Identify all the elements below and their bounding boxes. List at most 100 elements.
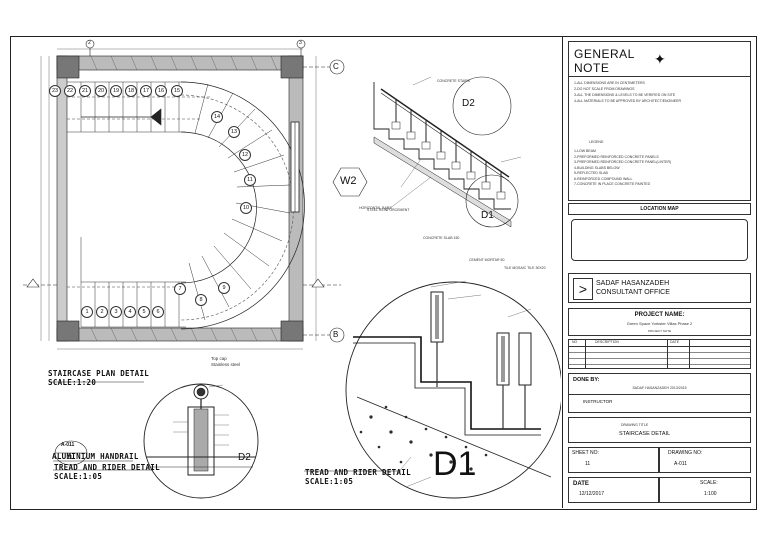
rev-col-desc: DESCRIPTION [595, 340, 619, 344]
done-by-box: DONE BY: SADAF HASANZADEH 2013/2015 INST… [568, 373, 751, 413]
note-line: 1-LOW BEAM [574, 149, 596, 153]
tread-scale-right: SCALE:1:05 [305, 477, 354, 486]
d1-detail-content [353, 280, 552, 488]
instructor-label: INSTRUCTOR [583, 399, 613, 404]
rev-col-no: NO [572, 340, 578, 344]
note-line: 2-DO NOT SCALE FROM DRAWINGS [574, 87, 635, 91]
direction-arrow [150, 108, 162, 126]
consultant-line2: CONSULTANT OFFICE [596, 289, 670, 296]
horizontal-bars-label: HORIZONTAL BARS [359, 206, 392, 210]
general-note-title-2: NOTE [574, 61, 610, 75]
stair-number: 1 [81, 306, 93, 318]
stair-number: 10 [240, 202, 252, 214]
note-line: 4-BUILDING SLABS BELOW [574, 165, 620, 170]
stair-number: 12 [239, 149, 251, 161]
note-line: 1-ALL DIMENSIONS ARE IN CENTIMETERS [574, 81, 645, 85]
stair-number: 6 [152, 306, 164, 318]
d2-big-label: D2 [238, 452, 251, 463]
drawing-title-label: DRAWING TITLE [621, 423, 649, 427]
note-line: 4-ALL MATERIALS TO BE APPROVED BY ARCHIT… [574, 99, 681, 103]
stainless-label: Stainless steel [211, 362, 241, 367]
rev-col-date: DATE [670, 340, 680, 344]
curve-inner [180, 131, 257, 284]
stair-number: 19 [110, 85, 122, 97]
date-box: DATE 12/12/2017 [568, 477, 659, 503]
ref-tag-bottom: 11 [67, 455, 73, 461]
general-note-box: GENERAL NOTE ✦ 1-ALL DIMENSIONS ARE IN C… [568, 41, 751, 201]
sheet-no-value: 11 [585, 461, 591, 467]
location-map-header: LOCATION MAP [568, 203, 751, 215]
stair-number: 18 [125, 85, 137, 97]
sheet-no-label: SHEET NO: [572, 450, 599, 456]
scale-label: SCALE: [700, 480, 718, 486]
project-note: PROJECT NOTE [647, 329, 672, 333]
grid-b-label: B [333, 330, 339, 339]
staircase-drawing [23, 39, 561, 499]
note-line: 5-REFLECTED SLAB [574, 171, 608, 175]
w2-label: W2 [340, 175, 357, 187]
north-arrow-icon: ✦ [654, 51, 666, 67]
note-line: 3-PREFORMED REINFORCED CONCRETE PANEL(LI… [574, 160, 672, 164]
d1-big-label: D1 [433, 445, 477, 483]
plan-left-wall [56, 55, 68, 342]
tread-title-right: TREAD AND RIDER DETAIL [305, 468, 411, 477]
stair-number: 15 [171, 85, 183, 97]
cement-mortar-label: CEMENT MORTAR 50 [469, 258, 505, 262]
stair-number: 9 [218, 282, 230, 294]
handrail-title: ALUMINIUM HANDRAIL [52, 452, 139, 461]
drawing-title-box: DRAWING TITLE STAIRCASE DETAIL [568, 417, 751, 443]
bottom-flight-treads [80, 237, 186, 328]
stair-number: 20 [95, 85, 107, 97]
top-cap-label: Top cap [211, 356, 227, 361]
drawing-no-value: A-011 [674, 461, 687, 467]
stair-number: 7 [174, 283, 186, 295]
legend-title: LEGEND [589, 140, 604, 144]
stair-number: 11 [244, 174, 256, 186]
note-line: 2-PREFORMED REINFORCED CONCRETE PANELS [574, 154, 659, 159]
ref-tag-top: A-011 [61, 442, 75, 448]
drawing-sheet: STAIRCASE PLAN DETAIL SCALE:1:20 ALUMINI… [10, 36, 757, 510]
title-block: GENERAL NOTE ✦ 1-ALL DIMENSIONS ARE IN C… [562, 37, 756, 508]
tread-title-left: TREAD AND RIDER DETAIL [54, 463, 160, 472]
revisions-table: NO DESCRIPTION DATE [568, 339, 751, 369]
drawing-title-value: STAIRCASE DETAIL [619, 431, 671, 437]
steel-reinforcement-label: STEEL REINFORCEMENT [367, 208, 410, 212]
tread-scale-left: SCALE:1:05 [54, 472, 103, 481]
w2-tag [332, 167, 368, 197]
d1-detail-circle [345, 281, 561, 499]
location-map-box [571, 219, 748, 261]
note-line: 7-CONCRETE IN PLACE CONCRETE PAINTED [574, 182, 651, 186]
scale-box: SCALE: 1:100 [659, 477, 751, 503]
d1-callout-circle [465, 174, 519, 228]
concrete-slab-label: CONCRETE SLAB 150 [423, 236, 460, 240]
concrete-stairs-label: CONCRETE STAIRS [437, 79, 470, 83]
sheet-no-box: SHEET NO: 11 [568, 447, 659, 473]
column-top-left [56, 55, 80, 79]
stair-number: 21 [79, 85, 91, 97]
note-line: 6-REINFORCED COMPOUND WALL [574, 176, 633, 181]
plan-title: STAIRCASE PLAN DETAIL [48, 369, 150, 378]
stair-number: 23 [49, 85, 61, 97]
drawing-no-label: DRAWING NO: [668, 450, 703, 456]
column-bottom-right [280, 320, 304, 342]
column-top-right [280, 55, 304, 79]
scale-value: 1:100 [704, 491, 717, 497]
project-name: Green Space Yorkster Villas Phase 2 [626, 321, 693, 326]
plan-scale: SCALE:1:20 [48, 378, 97, 387]
grid-bubble-2 [85, 39, 95, 49]
grid-2-label: 2 [88, 40, 91, 46]
date-value: 12/12/2017 [579, 491, 605, 497]
done-by-name: SADAF HASANZADEH 2013/2015 [632, 386, 687, 390]
done-by-label: DONE BY: [573, 377, 600, 383]
d2-callout-circle [452, 76, 512, 136]
column-bottom-left [56, 320, 80, 342]
stair-number: 17 [140, 85, 152, 97]
stair-section-top [373, 76, 522, 228]
general-note-title-1: GENERAL [574, 47, 635, 61]
stair-number: 16 [155, 85, 167, 97]
stair-number: 13 [228, 126, 240, 138]
stair-number: 2 [96, 306, 108, 318]
stair-number: 8 [195, 294, 207, 306]
grid-c-label: C [333, 62, 339, 71]
drawing-no-box: DRAWING NO: A-011 [659, 447, 751, 473]
